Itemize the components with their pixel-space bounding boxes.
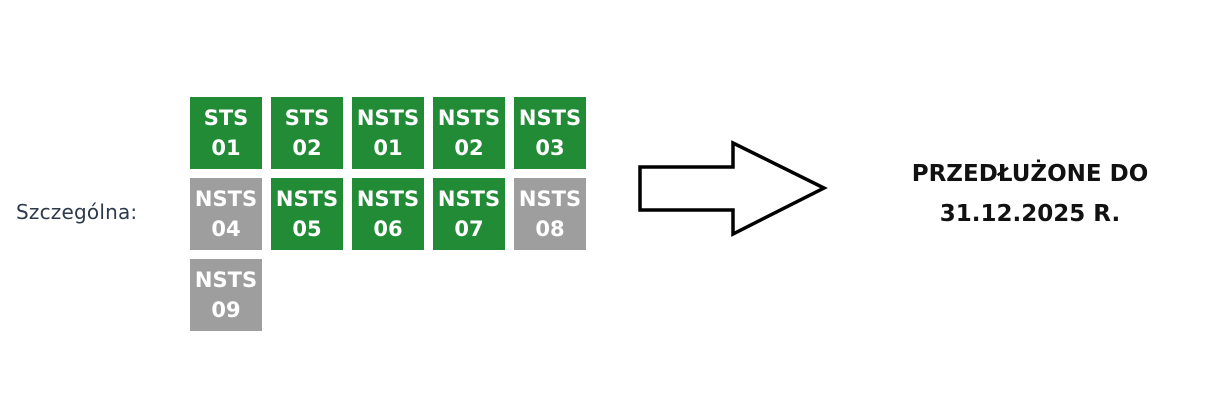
tile-code: NSTS (194, 268, 258, 292)
tile-code: STS (203, 106, 249, 130)
tile-number: 02 (292, 136, 322, 160)
tile-nsts-06: NSTS 06 (352, 178, 424, 250)
tile-nsts-02: NSTS 02 (433, 97, 505, 169)
tile-nsts-01: NSTS 01 (352, 97, 424, 169)
tile-number: 07 (454, 217, 484, 241)
tile-code: NSTS (356, 106, 420, 130)
tile-number: 01 (211, 136, 241, 160)
tile-number: 04 (211, 217, 241, 241)
tile-number: 02 (454, 136, 484, 160)
tile-nsts-04: NSTS 04 (190, 178, 262, 250)
tile-code: NSTS (437, 187, 501, 211)
tile-number: 08 (535, 217, 565, 241)
tile-code: NSTS (518, 106, 582, 130)
right-arrow-icon (638, 140, 828, 237)
tile-code: NSTS (356, 187, 420, 211)
tile-nsts-09: NSTS 09 (190, 259, 262, 331)
tile-number: 05 (292, 217, 322, 241)
extension-note-line1: PRZEDŁUŻONE DO (911, 161, 1149, 187)
tile-sts-01: STS 01 (190, 97, 262, 169)
tile-code: NSTS (518, 187, 582, 211)
tile-code: NSTS (437, 106, 501, 130)
extension-note-date: 31.12.2025 R. (939, 201, 1121, 227)
tile-code: NSTS (194, 187, 258, 211)
category-label: Szczególna: (16, 200, 138, 224)
tile-number: 06 (373, 217, 403, 241)
tile-nsts-05: NSTS 05 (271, 178, 343, 250)
tile-number: 09 (211, 298, 241, 322)
tile-number: 03 (535, 136, 565, 160)
tile-nsts-07: NSTS 07 (433, 178, 505, 250)
tile-nsts-08: NSTS 08 (514, 178, 586, 250)
tile-code: STS (284, 106, 330, 130)
extension-note: PRZEDŁUŻONE DO 31.12.2025 R. (880, 154, 1180, 234)
tile-number: 01 (373, 136, 403, 160)
tile-sts-02: STS 02 (271, 97, 343, 169)
tile-code: NSTS (275, 187, 339, 211)
tile-nsts-03: NSTS 03 (514, 97, 586, 169)
